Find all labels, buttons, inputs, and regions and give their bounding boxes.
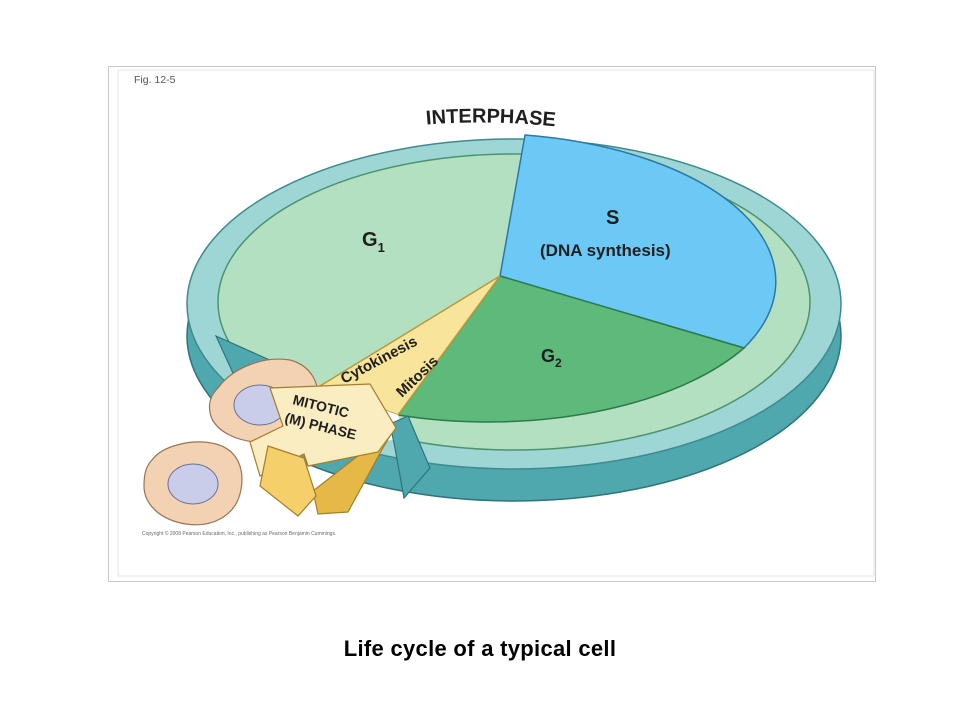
slide-caption: Life cycle of a typical cell <box>343 636 617 661</box>
mitotic-arrow <box>249 383 397 517</box>
mitotic-arrow-head <box>259 445 317 517</box>
g1-label: G1 <box>362 229 385 255</box>
s-detail-label: (DNA synthesis) <box>540 241 671 260</box>
g1-main: G <box>362 229 378 251</box>
ring-arrowhead-bottom <box>389 415 431 500</box>
interphase-label: INTERPHASE <box>425 105 557 131</box>
cell-cycle-diagram: Fig. 12-5 <box>108 66 876 582</box>
g1-subscript: 1 <box>378 240 385 255</box>
s-label: S <box>606 207 619 229</box>
daughter-cell <box>143 441 243 526</box>
figure-frame: Fig. 12-5 <box>108 66 876 582</box>
fig-label: Fig. 12-5 <box>134 74 176 86</box>
g2-subscript: 2 <box>555 356 562 370</box>
figure-inner-border <box>117 69 875 577</box>
g2-main: G <box>541 346 555 366</box>
g2-label: G2 <box>541 346 562 370</box>
copyright-text: Copyright © 2008 Pearson Education, Inc.… <box>142 530 336 537</box>
daughter-nucleus <box>167 463 219 505</box>
g2-sector <box>396 275 746 423</box>
s-phase-sector <box>499 134 777 349</box>
